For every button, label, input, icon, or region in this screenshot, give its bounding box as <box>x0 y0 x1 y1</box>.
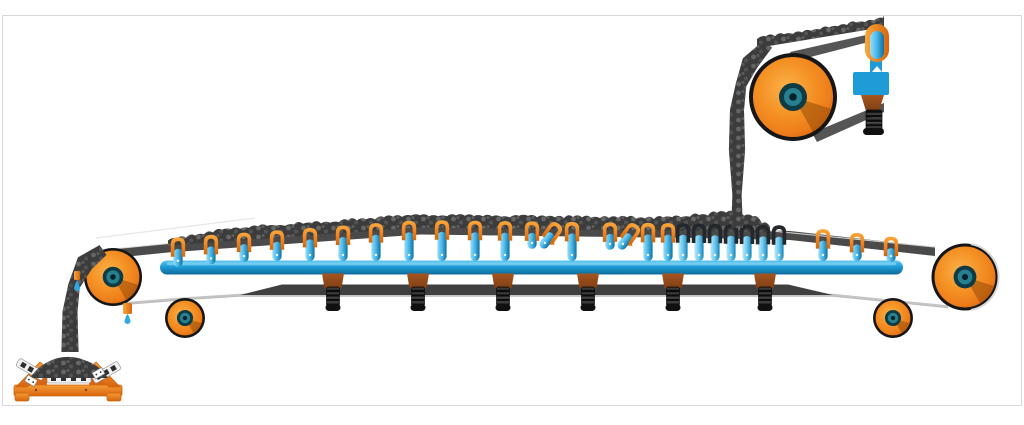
head-discharge-station <box>749 16 889 142</box>
carry-idler <box>467 220 483 261</box>
impact-idler <box>739 224 755 261</box>
carry-idler <box>640 222 656 262</box>
outfeed-idlers <box>815 229 899 263</box>
tilted-idler <box>539 222 563 249</box>
carry-idler <box>401 220 417 261</box>
spring-support <box>754 273 776 311</box>
carry-idler <box>368 223 384 261</box>
material-on-upper-belt <box>757 16 884 48</box>
mount-plate <box>24 374 38 387</box>
impact-idler <box>675 223 691 261</box>
support-columns <box>322 273 776 311</box>
carry-idler <box>524 221 540 249</box>
impact-idler <box>771 225 787 261</box>
impact-idler <box>691 223 707 261</box>
impact-idlers <box>675 223 787 261</box>
material-stream-upper <box>728 40 772 229</box>
carry-idler <box>335 225 351 261</box>
material-on-belt <box>168 210 770 246</box>
tilted-idler <box>617 223 641 250</box>
conveyor-frame-stringer <box>160 260 903 275</box>
carrying-idlers <box>170 220 676 267</box>
carry-idler <box>269 230 285 261</box>
tail-pulley-right <box>931 243 999 311</box>
belt-cleaner-drip <box>74 271 80 291</box>
tilted-idler-pair <box>602 222 641 250</box>
carry-idler <box>602 222 618 250</box>
tilted-idler-pair <box>524 221 563 249</box>
spring-support <box>492 273 514 311</box>
tensioner-spring <box>865 109 883 131</box>
carry-idler <box>815 229 831 261</box>
belt-tensioner <box>853 24 889 135</box>
spring-support <box>577 273 599 311</box>
carry-idler <box>434 220 450 261</box>
carry-idler <box>849 232 865 261</box>
carry-idler <box>497 221 513 261</box>
return-idler-left <box>165 298 205 338</box>
impact-idler <box>723 224 739 261</box>
spring-support <box>407 273 429 311</box>
return-idler-right <box>873 298 913 338</box>
carry-idler <box>170 237 186 267</box>
spring-support <box>322 273 344 311</box>
belt-cleaner-drip <box>123 303 132 324</box>
spring-support <box>662 273 684 311</box>
upper-head-pulley <box>749 53 837 141</box>
carry-idler <box>564 221 580 261</box>
support-beam <box>240 284 833 295</box>
carry-idler <box>203 234 219 265</box>
carry-idler <box>883 236 899 263</box>
carry-idler <box>236 232 252 263</box>
material-stream-left <box>61 245 107 352</box>
carry-idler <box>302 227 318 261</box>
trough-idler-station <box>13 356 123 402</box>
impact-idler <box>755 224 771 261</box>
belt-wrap-edge <box>970 243 1000 311</box>
mount-plate <box>91 367 106 380</box>
carry-idler <box>660 223 676 261</box>
impact-idler <box>707 223 723 261</box>
